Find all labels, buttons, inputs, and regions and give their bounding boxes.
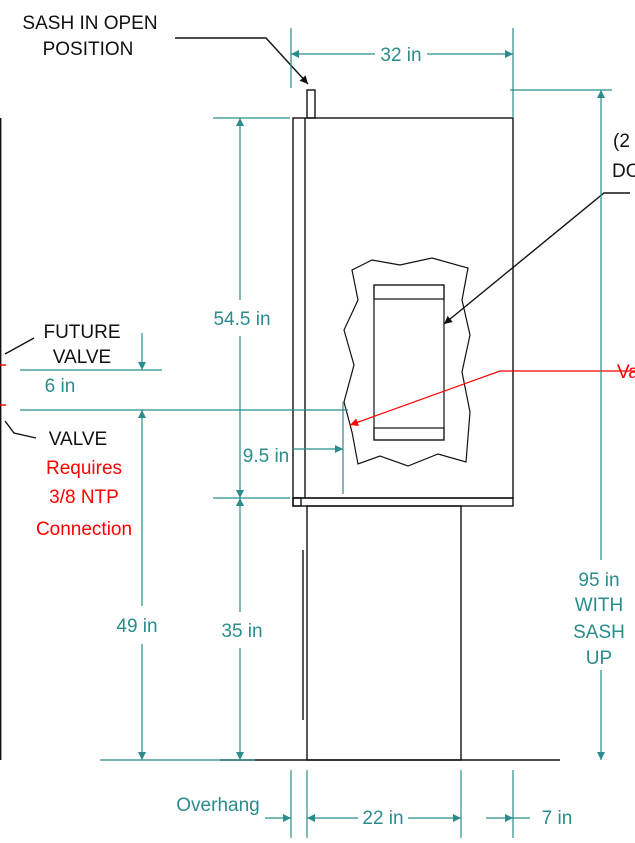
duct-body xyxy=(373,284,445,441)
dim-valve-49: 49 in xyxy=(116,616,157,637)
cutaway-outline xyxy=(343,257,471,467)
sash-open-label-line2: POSITION xyxy=(43,39,134,60)
dim-base-35: 35 in xyxy=(221,621,262,642)
surface-lip xyxy=(292,497,302,507)
dim-inset-9-5: 9.5 in xyxy=(243,446,289,467)
dim-upper-54-5: 54.5 in xyxy=(213,309,270,330)
dim-offset-6: 6 in xyxy=(45,376,76,397)
duct-top-flange xyxy=(373,284,445,300)
cabinet-outline xyxy=(0,89,560,761)
dim-total-line2: WITH xyxy=(575,595,624,616)
dimension-lines xyxy=(20,28,612,838)
sash-open-post xyxy=(306,89,316,119)
upper-cabinet xyxy=(292,117,514,499)
future-valve-label-line1: FUTURE xyxy=(43,322,120,343)
overhang-label: Overhang xyxy=(176,795,259,816)
requires-label-line3: Connection xyxy=(36,519,132,540)
valve-leader xyxy=(4,420,37,439)
dim-base-width-22: 22 in xyxy=(362,808,403,829)
dim-overhang-7: 7 in xyxy=(542,808,573,829)
dim-total-line3: SASH xyxy=(573,622,625,643)
work-surface xyxy=(292,497,514,507)
duct-cutaway xyxy=(343,257,471,467)
future-valve-leader xyxy=(4,337,35,355)
future-valve-label-line2: VALVE xyxy=(53,347,111,368)
requires-label-line1: Requires xyxy=(46,458,122,479)
doors-leader xyxy=(443,192,630,325)
base-cabinet xyxy=(306,505,462,761)
valve-ticks xyxy=(0,364,6,406)
dim-width-32: 32 in xyxy=(380,45,421,66)
requires-label-line2: 3/8 NTP xyxy=(49,487,119,508)
doors-label-partial-line1: (2 xyxy=(613,131,630,152)
doors-label-partial-line2: DO xyxy=(612,161,635,182)
sash-open-label-line1: SASH IN OPEN xyxy=(22,13,157,34)
valve-callout-leader xyxy=(349,370,635,427)
dim-total-line4: UP xyxy=(586,648,612,669)
dim-total-line1: 95 in xyxy=(578,570,619,591)
duct-bottom-flange xyxy=(373,427,445,441)
black-leaders xyxy=(4,37,630,439)
sash-leader xyxy=(175,37,309,85)
valve-callout-partial: Va xyxy=(617,362,635,383)
valve-label: VALVE xyxy=(49,429,107,450)
